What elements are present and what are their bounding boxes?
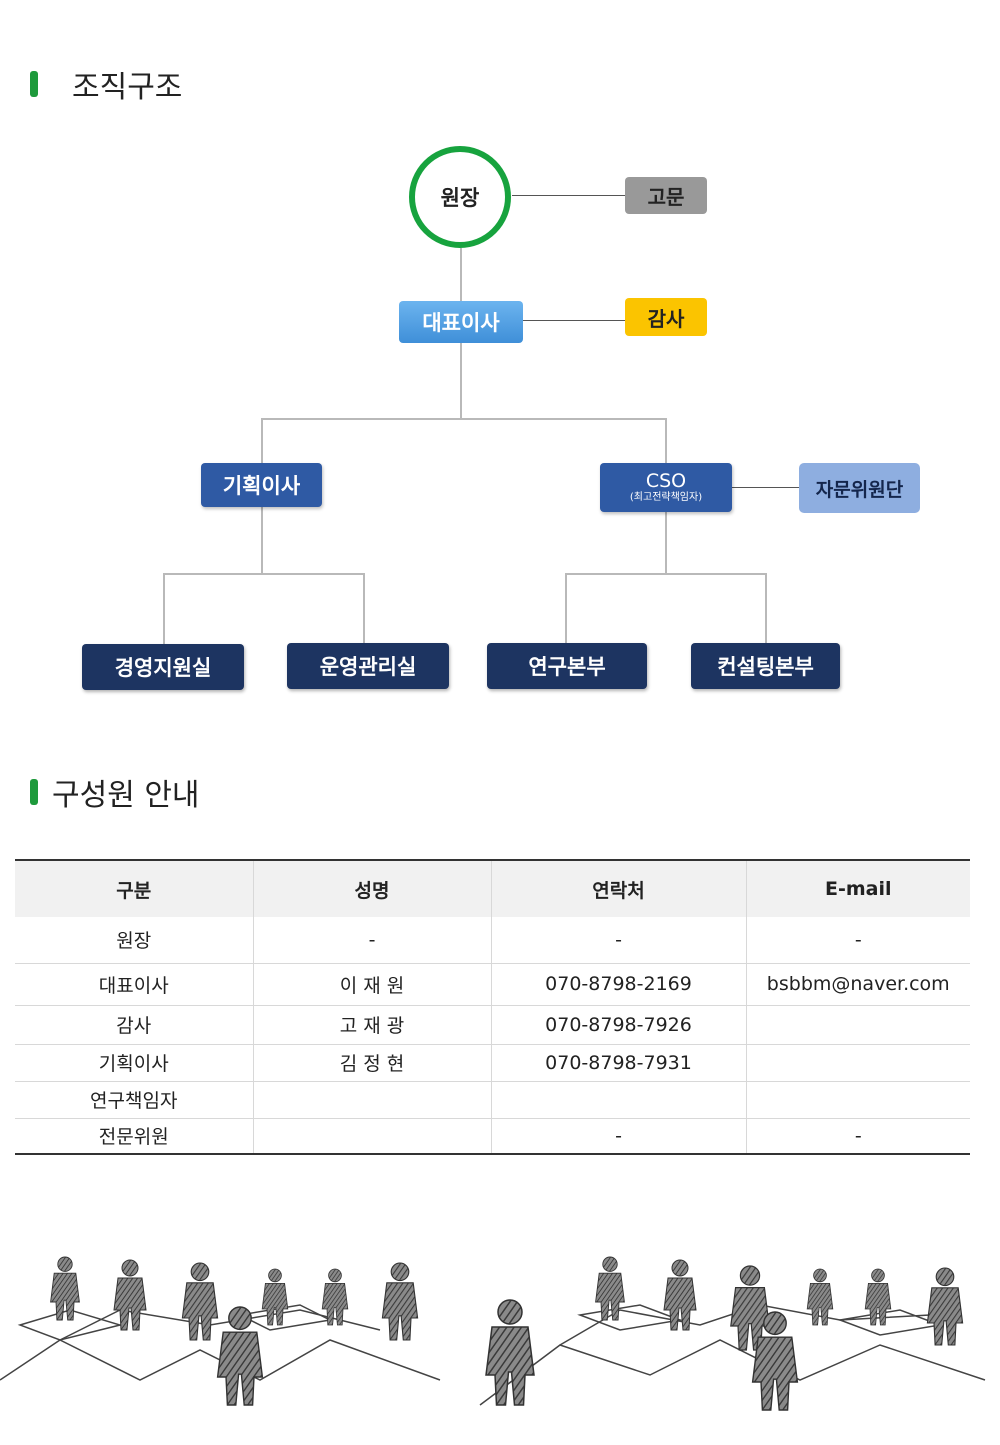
org-section-heading: 조직구조: [30, 62, 182, 106]
table-row: 대표이사 이 재 원 070-8798-2169 bsbbm@naver.com: [15, 963, 970, 1006]
members-section-title: 구성원 안내: [52, 778, 200, 813]
connector-line: [565, 573, 767, 575]
org-node-label: 컨설팅본부: [717, 655, 814, 679]
org-node-operations: 운영관리실: [287, 643, 449, 689]
cell-name: -: [253, 917, 492, 964]
cell-category: 대표이사: [15, 963, 254, 1006]
org-node-label: 고문: [647, 185, 685, 209]
org-node-sublabel: (최고전략책임자): [629, 491, 703, 503]
connector-line: [565, 573, 567, 645]
cell-email: [746, 1044, 970, 1082]
org-node-auditor: 감사: [625, 298, 707, 336]
connector-line: [665, 511, 667, 573]
cell-email: -: [746, 1118, 970, 1155]
cell-category: 원장: [15, 917, 254, 964]
cell-name: 이 재 원: [253, 963, 492, 1006]
connector-line: [261, 418, 263, 464]
org-node-label: 경영지원실: [114, 656, 212, 680]
people-silhouettes: [50, 1256, 964, 1411]
org-node-label: 감사: [647, 306, 685, 331]
cell-name: 고 재 광: [253, 1005, 492, 1045]
connector-line: [261, 506, 263, 573]
org-node-advisory-board: 자문위원단: [799, 463, 920, 513]
org-node-label: 대표이사: [422, 311, 500, 335]
org-node-research: 연구본부: [487, 643, 647, 689]
table-row: 연구책임자: [15, 1081, 970, 1119]
cell-contact: -: [491, 917, 747, 964]
org-node-consulting: 컨설팅본부: [691, 643, 840, 689]
connector-line: [665, 418, 667, 464]
connector-line: [765, 573, 767, 645]
org-node-cso: CSO (최고전략책임자): [600, 463, 732, 512]
table-row: 기획이사 김 정 현 070-8798-7931: [15, 1044, 970, 1082]
org-node-label: CSO: [645, 469, 687, 492]
connector-line: [732, 487, 800, 488]
cell-email: bsbbm@naver.com: [746, 963, 970, 1006]
org-section-title: 조직구조: [72, 70, 183, 105]
cell-category: 감사: [15, 1005, 254, 1045]
org-node-label: 자문위원단: [815, 478, 904, 501]
cell-email: [746, 1005, 970, 1045]
column-header-category: 구분: [15, 860, 254, 917]
cell-name: [253, 1081, 492, 1119]
table-row: 전문위원 - -: [15, 1118, 970, 1155]
members-section-heading: 구성원 안내: [30, 770, 200, 814]
network-lines: [0, 1304, 986, 1406]
column-header-contact: 연락처: [491, 860, 747, 917]
heading-accent-bar: [30, 71, 38, 97]
cell-contact: 070-8798-2169: [491, 963, 747, 1006]
cell-contact: 070-8798-7926: [491, 1005, 747, 1045]
org-node-planning-director: 기획이사: [201, 463, 322, 507]
connector-line: [163, 573, 365, 575]
cell-category: 기획이사: [15, 1044, 254, 1082]
connector-line: [261, 418, 667, 420]
connector-line: [363, 573, 365, 645]
cell-category: 연구책임자: [15, 1081, 254, 1119]
heading-accent-bar: [30, 779, 38, 805]
cell-contact: 070-8798-7931: [491, 1044, 747, 1082]
connector-line: [460, 342, 462, 418]
org-node-label: 기획이사: [222, 474, 301, 498]
org-node-director: 원장: [409, 146, 511, 248]
org-node-ceo: 대표이사: [399, 301, 523, 343]
connector-line: [512, 195, 626, 196]
cell-name: 김 정 현: [253, 1044, 492, 1082]
column-header-name: 성명: [253, 860, 492, 917]
table-header-row: 구분 성명 연락처 E-mail: [15, 860, 970, 917]
members-table: 구분 성명 연락처 E-mail 원장 - - - 대표이사 이 재 원 070…: [15, 859, 970, 1155]
connector-line: [522, 320, 626, 321]
org-node-advisor: 고문: [625, 177, 707, 214]
network-people-illustration: [0, 1256, 986, 1411]
column-header-email: E-mail: [824, 878, 892, 900]
table-row: 원장 - - -: [15, 917, 970, 964]
connector-line: [163, 573, 165, 645]
org-node-label: 연구본부: [528, 655, 606, 679]
cell-contact: [491, 1081, 747, 1119]
connector-line: [460, 248, 462, 303]
cell-category: 전문위원: [15, 1118, 254, 1155]
cell-contact: -: [491, 1118, 747, 1155]
org-node-management-support: 경영지원실: [82, 644, 244, 690]
cell-name: [253, 1118, 492, 1155]
org-node-label: 원장: [440, 186, 480, 210]
table-row: 감사 고 재 광 070-8798-7926: [15, 1005, 970, 1045]
cell-email: -: [746, 917, 970, 964]
cell-email: [746, 1081, 970, 1119]
org-node-label: 운영관리실: [319, 655, 417, 679]
